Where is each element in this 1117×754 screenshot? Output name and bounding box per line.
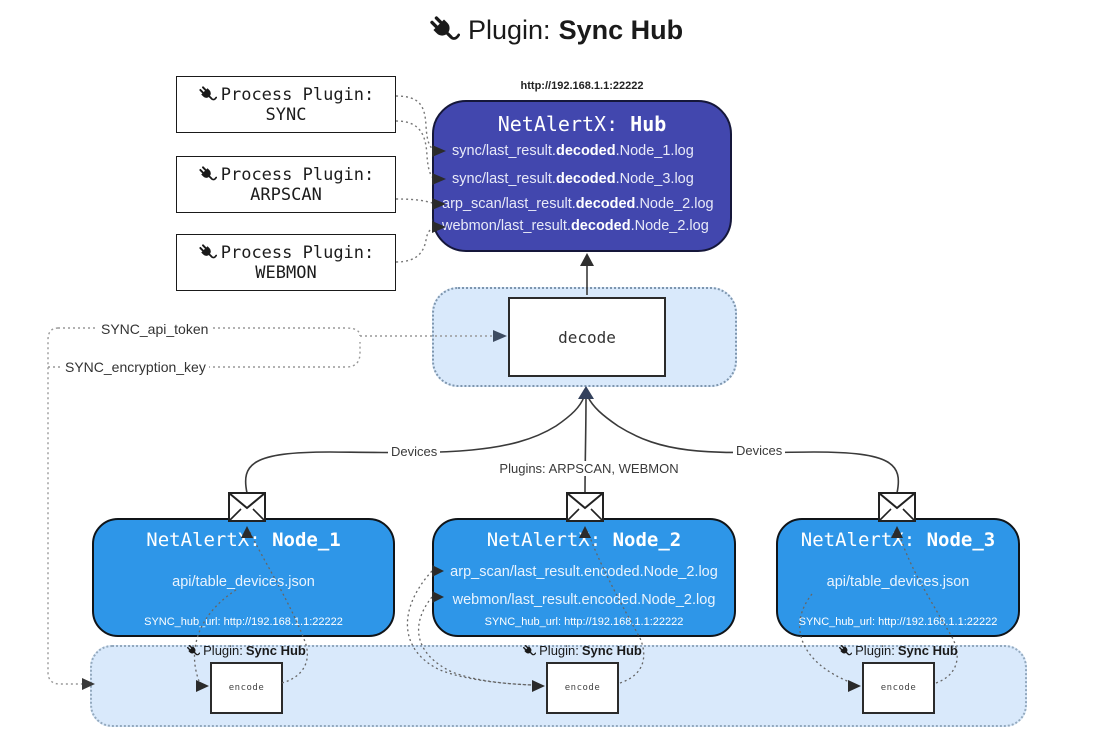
plug-icon: [428, 14, 460, 46]
hub-log-post: .Node_2.log: [630, 218, 709, 234]
encode-box: encode: [546, 662, 619, 714]
encode-label: encode: [880, 683, 917, 693]
node-line: api/table_devices.json: [172, 574, 315, 590]
node-title: NetAlertX: Node_3: [778, 529, 1018, 551]
plug-icon: [186, 644, 200, 658]
node-title-prefix: NetAlertX:: [486, 529, 613, 551]
devices-label-left: Devices: [388, 444, 441, 459]
page-title-prefix: Plugin:: [468, 14, 551, 45]
hub-log-post: .Node_2.log: [635, 196, 714, 212]
plug-icon: [838, 644, 852, 658]
hub-log-pre: arp_scan/last_result.: [442, 196, 576, 212]
hub-title-prefix: NetAlertX:: [497, 112, 631, 136]
encode-plugin-label: Plugin: Sync Hub: [507, 643, 657, 658]
process-plugin-box-arpscan: Process Plugin: ARPSCAN: [176, 156, 396, 213]
node-box-node-2: NetAlertX: Node_2 arp_scan/last_result.e…: [432, 518, 736, 637]
plug-icon: [198, 243, 217, 262]
node-title-name: Node_1: [272, 529, 341, 551]
hub-log-pre: sync/last_result.: [452, 171, 556, 187]
node-hub-url: SYNC_hub_url: http://192.168.1.1:22222: [798, 616, 998, 628]
encode-plugin-label-prefix: Plugin:: [203, 643, 243, 658]
sync-api-token-label: SYNC_api_token: [98, 321, 212, 337]
hub-log-bold: decoded: [570, 218, 631, 234]
plug-icon: [522, 644, 536, 658]
hub-log-bold: decoded: [555, 143, 616, 159]
encode-label: encode: [228, 683, 265, 693]
hub-log-pre: webmon/last_result.: [442, 218, 571, 234]
node-title-name: Node_3: [926, 529, 996, 551]
process-to-hub-connectors: [395, 95, 437, 263]
process-plugin-name: ARPSCAN: [250, 184, 322, 205]
node-title: NetAlertX: Node_1: [94, 529, 393, 551]
plugins-label-center: Plugins: ARPSCAN, WEBMON: [496, 461, 682, 476]
hub-title-name: Hub: [630, 112, 667, 136]
node-line: api/table_devices.json: [826, 574, 970, 590]
hub-log-line: sync/last_result.decoded.Node_3.log: [452, 171, 694, 187]
node-title-prefix: NetAlertX:: [800, 529, 927, 551]
plug-icon: [198, 85, 217, 104]
hub-box: NetAlertX: Hub sync/last_result.decoded.…: [432, 100, 732, 252]
encode-plugin-label: Plugin: Sync Hub: [823, 643, 973, 658]
hub-title: NetAlertX: Hub: [434, 112, 730, 136]
encode-plugin-label-name: Sync Hub: [581, 643, 642, 658]
node-title-name: Node_2: [612, 529, 682, 551]
hub-log-line: arp_scan/last_result.decoded.Node_2.log: [442, 196, 714, 212]
page-title-name: Sync Hub: [558, 14, 684, 45]
hub-log-line: webmon/last_result.decoded.Node_2.log: [442, 218, 709, 234]
encode-plugin-label-name: Sync Hub: [897, 643, 958, 658]
process-plugin-label: Process Plugin:: [220, 84, 375, 105]
hub-log-bold: decoded: [575, 196, 636, 212]
encode-box: encode: [862, 662, 935, 714]
hub-log-bold: decoded: [555, 171, 616, 187]
envelope-icon: [566, 492, 604, 522]
node-title: NetAlertX: Node_2: [434, 529, 734, 551]
node-box-node-1: NetAlertX: Node_1 api/table_devices.json…: [92, 518, 395, 637]
process-plugin-box-sync: Process Plugin: SYNC: [176, 76, 396, 133]
node-hub-url: SYNC_hub_url: http://192.168.1.1:22222: [144, 616, 343, 628]
plug-icon: [198, 165, 217, 184]
node-hub-url: SYNC_hub_url: http://192.168.1.1:22222: [484, 616, 684, 628]
process-plugin-name: SYNC: [265, 104, 307, 125]
hub-log-line: sync/last_result.decoded.Node_1.log: [452, 143, 694, 159]
encode-plugin-label-prefix: Plugin:: [539, 643, 579, 658]
node-box-node-3: NetAlertX: Node_3 api/table_devices.json…: [776, 518, 1020, 637]
envelope-icon: [228, 492, 266, 522]
decode-label: decode: [558, 327, 616, 347]
process-plugin-name: WEBMON: [255, 262, 317, 283]
devices-label-right: Devices: [733, 443, 786, 458]
hub-log-post: .Node_1.log: [615, 143, 694, 159]
sync-encryption-key-label: SYNC_encryption_key: [62, 359, 209, 375]
envelope-icon: [878, 492, 916, 522]
process-plugin-label: Process Plugin:: [220, 164, 375, 185]
page-title: Plugin: Sync Hub: [428, 14, 683, 46]
encode-plugin-label: Plugin: Sync Hub: [171, 643, 321, 658]
process-plugin-label: Process Plugin:: [220, 242, 375, 263]
hub-url-label: http://192.168.1.1:22222: [520, 80, 644, 92]
hub-log-pre: sync/last_result.: [452, 143, 556, 159]
process-plugin-box-webmon: Process Plugin: WEBMON: [176, 234, 396, 291]
hub-log-post: .Node_3.log: [615, 171, 694, 187]
encode-plugin-label-prefix: Plugin:: [855, 643, 895, 658]
node-title-prefix: NetAlertX:: [146, 529, 273, 551]
encode-label: encode: [564, 683, 601, 693]
decode-box: decode: [508, 297, 666, 377]
encode-box: encode: [210, 662, 283, 714]
node-line: webmon/last_result.encoded.Node_2.log: [452, 592, 716, 608]
node-line: arp_scan/last_result.encoded.Node_2.log: [450, 564, 718, 580]
encode-plugin-label-name: Sync Hub: [245, 643, 306, 658]
